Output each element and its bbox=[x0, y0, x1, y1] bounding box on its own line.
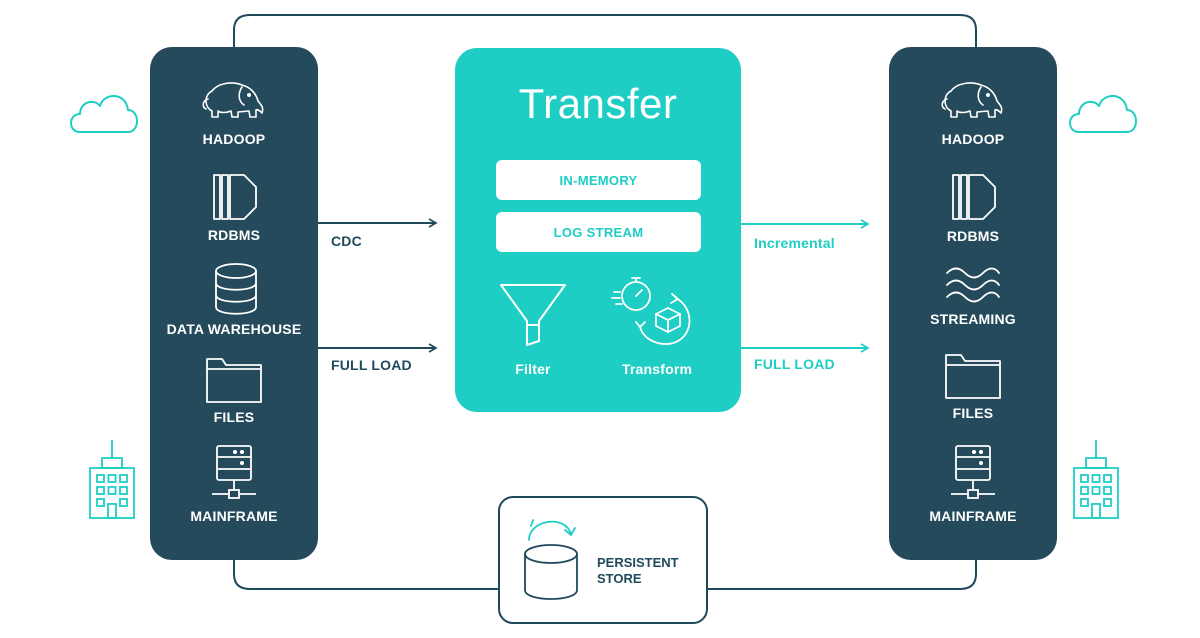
left-item-hadoop-label: HADOOP bbox=[202, 131, 266, 147]
persistent-store-box bbox=[498, 496, 708, 624]
left-item-data-warehouse-label: DATA WAREHOUSE bbox=[166, 321, 302, 337]
transfer-title: Transfer bbox=[518, 80, 678, 127]
hadoop-elephant-icon bbox=[941, 82, 1003, 118]
persistent-store-line1: PERSISTENT bbox=[597, 555, 679, 570]
folder-icon bbox=[206, 358, 262, 403]
right-item-mainframe-label: MAINFRAME bbox=[929, 508, 1017, 524]
server-icon bbox=[951, 445, 995, 499]
hadoop-elephant-icon bbox=[202, 82, 264, 118]
folder-icon bbox=[945, 354, 1001, 399]
left-item-mainframe-label: MAINFRAME bbox=[190, 508, 278, 524]
building-icon bbox=[89, 440, 135, 519]
persistent-store-line2: STORE bbox=[597, 571, 642, 586]
right-item-streaming-label: STREAMING bbox=[930, 311, 1016, 327]
server-icon bbox=[212, 445, 256, 499]
incremental-label: Incremental bbox=[754, 235, 835, 251]
loop-connector bbox=[233, 14, 977, 590]
transform-label: Transform bbox=[621, 361, 693, 377]
log-stream-mode: LOG STREAM bbox=[496, 212, 701, 252]
persistent-store-label: PERSISTENT STORE bbox=[597, 555, 679, 587]
cdc-label: CDC bbox=[331, 233, 362, 249]
in-memory-mode: IN-MEMORY bbox=[496, 160, 701, 200]
left-item-rdbms-label: RDBMS bbox=[207, 227, 261, 243]
database-icon bbox=[215, 263, 257, 315]
streaming-waves-icon bbox=[946, 267, 1000, 303]
transform-icon bbox=[611, 277, 691, 345]
right-target-panel bbox=[889, 47, 1057, 560]
building-icon bbox=[1073, 440, 1119, 519]
cloud-icon bbox=[1069, 95, 1137, 133]
rdbms-icon bbox=[952, 174, 996, 220]
filter-label: Filter bbox=[515, 361, 551, 377]
persistent-store-icon bbox=[524, 519, 578, 600]
full-load-in-label: FULL LOAD bbox=[331, 357, 412, 373]
right-item-hadoop-label: HADOOP bbox=[941, 131, 1005, 147]
right-item-rdbms-label: RDBMS bbox=[946, 228, 1000, 244]
full-load-out-label: FULL LOAD bbox=[754, 356, 835, 372]
left-item-files-label: FILES bbox=[213, 409, 255, 425]
cloud-icon bbox=[70, 95, 138, 133]
left-source-panel bbox=[150, 47, 318, 560]
rdbms-icon bbox=[213, 174, 257, 220]
filter-funnel-icon bbox=[500, 284, 566, 346]
right-item-files-label: FILES bbox=[952, 405, 994, 421]
